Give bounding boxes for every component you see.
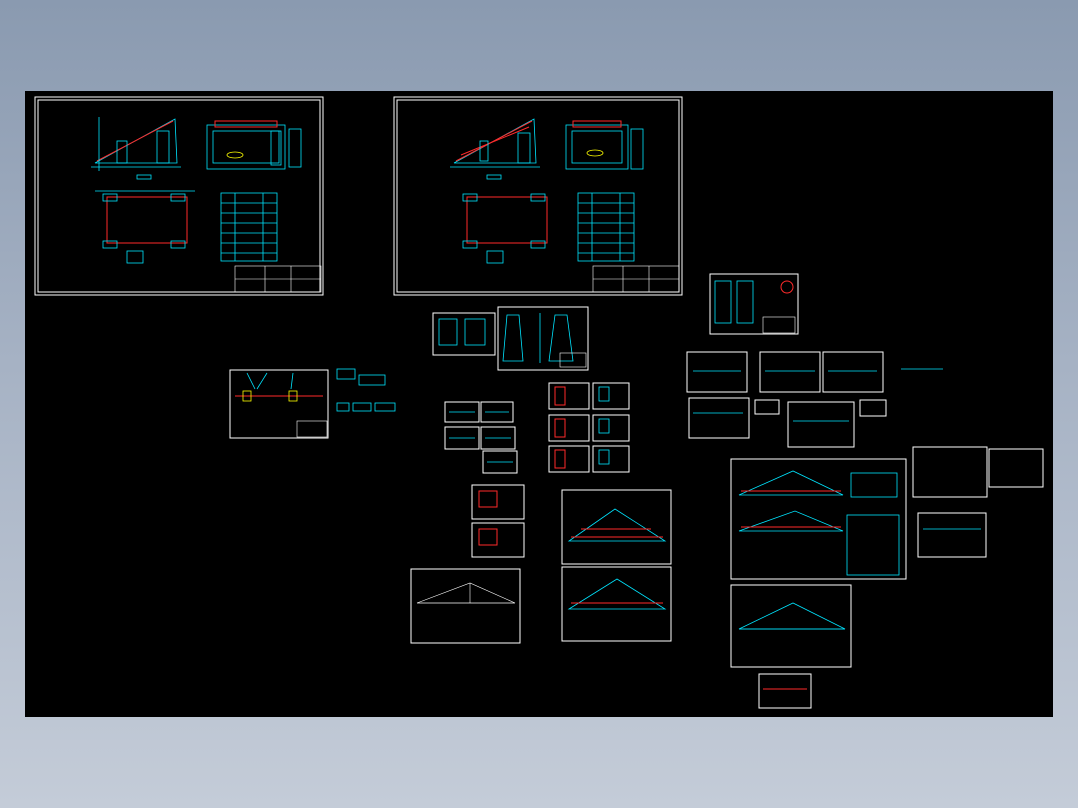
drawing-sheet-cover-detail[interactable]: [709, 273, 799, 335]
drawing-sheet-truss-2[interactable]: [410, 568, 521, 644]
drawing-sheet-truss-large[interactable]: [730, 458, 907, 580]
parts-table: [220, 192, 278, 262]
drawing-sheet-plate-2[interactable]: [497, 306, 589, 371]
plan-view: [95, 190, 195, 264]
drawing-sheet-strip-detail[interactable]: [758, 673, 812, 709]
front-elevation-view: [565, 120, 644, 170]
drawing-sheet-red-details[interactable]: [471, 484, 525, 558]
parts-table: [577, 192, 635, 262]
drawing-sheet-panel-details[interactable]: [912, 446, 1044, 558]
drawing-sheet-rail-details[interactable]: [686, 351, 943, 448]
front-elevation-view: [206, 120, 302, 170]
drawing-sheet-a1-left[interactable]: [34, 96, 324, 296]
title-block: [592, 265, 680, 293]
drawing-sheet-beam-detail[interactable]: [229, 369, 329, 439]
title-block: [234, 265, 322, 293]
drawing-sheet-hatched-panels[interactable]: [548, 382, 630, 473]
annotation-notes-cluster: [336, 368, 396, 412]
drawing-sheet-truss-3[interactable]: [561, 566, 672, 642]
drawing-sheet-a1-right[interactable]: [393, 96, 683, 296]
drawing-sheet-grid-details[interactable]: [444, 401, 518, 474]
drawing-sheet-truss-4[interactable]: [730, 584, 852, 668]
cad-drawing-canvas[interactable]: .f { fill:none; stroke:#ffffff; stroke-w…: [25, 91, 1053, 717]
cad-model-space[interactable]: .f { fill:none; stroke:#ffffff; stroke-w…: [25, 91, 1053, 717]
plan-view: [462, 193, 548, 264]
side-elevation-view: [450, 118, 540, 180]
drawing-sheet-plate-1[interactable]: [432, 312, 496, 356]
drawing-sheet-truss-1[interactable]: [561, 489, 672, 565]
side-elevation-view: [91, 117, 181, 180]
